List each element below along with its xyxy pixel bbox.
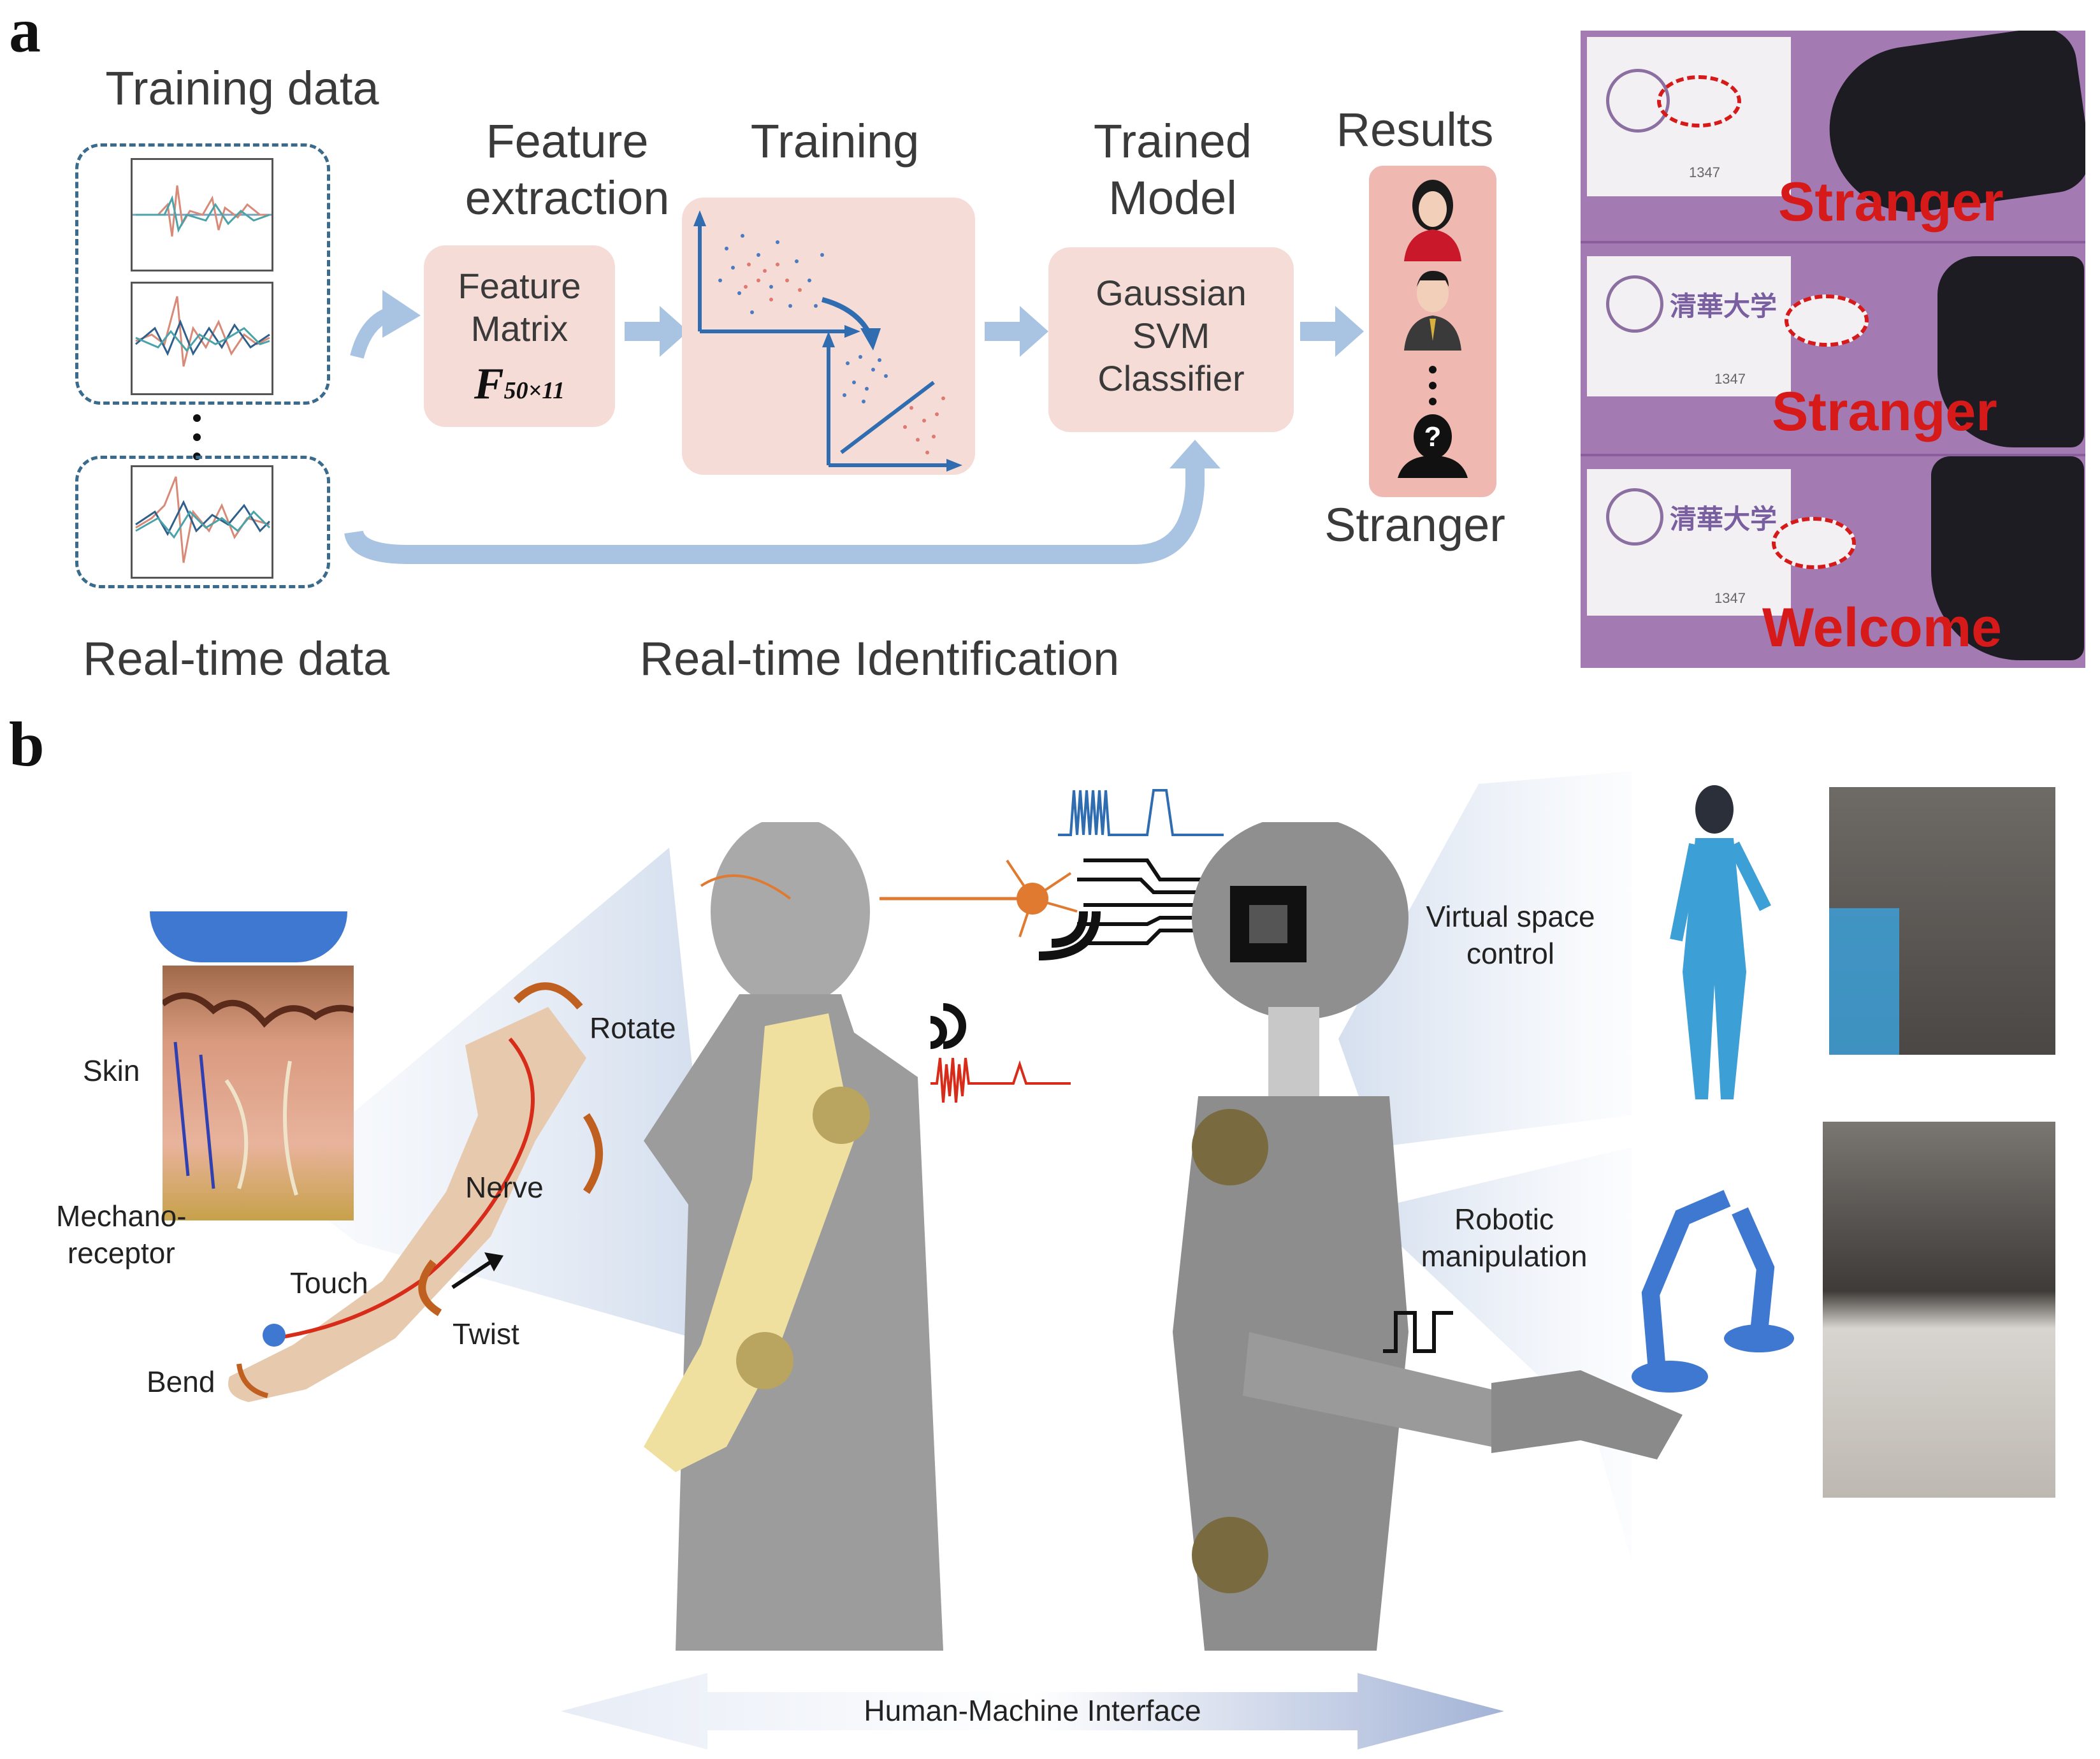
photo-welcome: 清華大学 1347 Welcome bbox=[1581, 456, 2085, 668]
robotic-line2: manipulation bbox=[1421, 1239, 1588, 1273]
feature-extraction-label: Feature extraction bbox=[433, 113, 701, 227]
trained-model-label: Trained Model bbox=[1058, 113, 1287, 227]
screen-code: 1347 bbox=[1714, 371, 1746, 387]
neuron-circuit bbox=[880, 858, 1236, 960]
results-label: Results bbox=[1336, 103, 1494, 156]
university-name-glyphs: 清華大学 bbox=[1670, 291, 1778, 321]
university-logo-icon bbox=[1606, 275, 1663, 333]
photo-label-2: Stranger bbox=[1772, 381, 1997, 442]
trained-model-line1: Trained bbox=[1093, 115, 1252, 168]
robotic-line1: Robotic bbox=[1454, 1203, 1554, 1236]
skin-block bbox=[161, 966, 355, 1220]
feature-matrix-line1: Feature bbox=[458, 266, 581, 306]
screen-code: 1347 bbox=[1689, 164, 1720, 180]
classifier-line2: SVM bbox=[1132, 315, 1210, 356]
classifier-line3: Classifier bbox=[1097, 358, 1245, 399]
trained-model-line2: Model bbox=[1108, 171, 1237, 224]
robot-figure bbox=[1173, 822, 1683, 1651]
hmi-label: Human-Machine Interface bbox=[864, 1694, 1201, 1727]
female-user-icon bbox=[1404, 180, 1461, 261]
virtual-control-photo bbox=[1829, 787, 2055, 1055]
identification-photos: 1347 Stranger 清華大学 1347 Stranger 清華大学 13… bbox=[1581, 31, 2085, 668]
stranger-label: Stranger bbox=[1324, 498, 1505, 551]
university-name-glyphs: 清華大学 bbox=[1670, 504, 1778, 534]
realtime-data-box bbox=[75, 456, 330, 588]
robotic-manipulation-photo bbox=[1823, 1122, 2055, 1498]
virtual-line1: Virtual space bbox=[1426, 900, 1595, 933]
highlight-ellipse bbox=[1657, 75, 1741, 127]
signal-plot-2 bbox=[131, 282, 273, 395]
training-data-label: Training data bbox=[105, 62, 379, 115]
feature-matrix-subscript: 50×11 bbox=[503, 377, 565, 405]
twist-arrow bbox=[418, 1259, 442, 1317]
rotate-arrow bbox=[513, 982, 583, 1010]
feature-matrix-box: Feature Matrix F50×11 bbox=[424, 245, 615, 427]
bend-arrow bbox=[236, 1363, 269, 1398]
screen-code: 1347 bbox=[1714, 590, 1746, 606]
exoskeleton-arm bbox=[644, 1013, 854, 1472]
robot-arm bbox=[1243, 1332, 1491, 1447]
signal-plot-1 bbox=[131, 158, 273, 271]
wireless-icon bbox=[1038, 911, 1101, 960]
blue-waveform bbox=[1058, 789, 1224, 836]
virtual-avatar bbox=[1670, 785, 1771, 1099]
mechanoreceptor-label: Mechano- receptor bbox=[56, 1198, 187, 1271]
panel-b-letter: b bbox=[9, 709, 45, 779]
virtual-space-label: Virtual space control bbox=[1415, 899, 1606, 972]
nerve-label: Nerve bbox=[465, 1171, 544, 1204]
user-icons: ? bbox=[1398, 180, 1468, 478]
panel-a-letter: a bbox=[9, 0, 41, 66]
photo-label-1: Stranger bbox=[1778, 171, 2004, 233]
robot-hand bbox=[1491, 1370, 1683, 1459]
training-label: Training bbox=[750, 115, 920, 168]
flow-arrows bbox=[344, 290, 1364, 564]
mechanoreceptor-line1: Mechano- bbox=[56, 1199, 187, 1233]
feature-matrix-symbol: F bbox=[474, 359, 504, 409]
robotic-arms-render bbox=[1632, 1190, 1794, 1393]
bend-label: Bend bbox=[147, 1365, 215, 1398]
touch-sphere bbox=[263, 1324, 286, 1347]
results-box: ? bbox=[1369, 166, 1496, 497]
rotate-label: Rotate bbox=[590, 1011, 676, 1045]
skin-label: Skin bbox=[83, 1054, 140, 1087]
gloved-hand bbox=[1937, 256, 2084, 447]
probe-dome bbox=[150, 911, 347, 962]
feature-matrix-formula: F50×11 bbox=[424, 359, 615, 410]
feature-matrix-line2: Matrix bbox=[470, 308, 568, 349]
male-user-icon bbox=[1404, 271, 1461, 351]
touch-label: Touch bbox=[290, 1266, 368, 1299]
classifier-box: Gaussian SVM Classifier bbox=[1048, 247, 1294, 432]
screen-panel: 1347 bbox=[1587, 37, 1791, 196]
screen-panel: 清華大学 1347 bbox=[1587, 469, 1791, 616]
highlight-ellipse bbox=[1785, 294, 1869, 347]
arm-illustration bbox=[228, 982, 603, 1402]
unknown-user-icon: ? bbox=[1398, 414, 1468, 478]
svg-text:?: ? bbox=[1424, 421, 1442, 452]
training-scatter-plots bbox=[693, 210, 962, 472]
mechanoreceptor-line2: receptor bbox=[67, 1236, 175, 1270]
training-data-box bbox=[75, 143, 330, 405]
training-box bbox=[682, 198, 975, 475]
feature-extraction-line2: extraction bbox=[465, 171, 670, 224]
robotic-manipulation-label: Robotic manipulation bbox=[1408, 1201, 1600, 1275]
university-logo-icon bbox=[1606, 488, 1663, 546]
human-figure bbox=[644, 822, 943, 1651]
photo-stranger-2: 清華大学 1347 Stranger bbox=[1581, 243, 2085, 456]
photo-label-3: Welcome bbox=[1762, 597, 2002, 658]
red-waveform bbox=[930, 1003, 1071, 1103]
classifier-line1: Gaussian bbox=[1096, 273, 1247, 313]
photo-stranger-1: 1347 Stranger bbox=[1581, 31, 2085, 243]
avatar-overlay bbox=[1829, 908, 1899, 1055]
highlight-ellipse bbox=[1772, 517, 1856, 569]
virtual-line2: control bbox=[1466, 936, 1555, 970]
gloved-hand bbox=[1931, 456, 2084, 660]
feature-extraction-line1: Feature bbox=[486, 115, 649, 168]
signal-plot-3 bbox=[131, 465, 273, 579]
square-wave bbox=[1383, 1311, 1453, 1353]
realtime-identification-label: Real-time Identification bbox=[639, 632, 1120, 685]
twist-label: Twist bbox=[453, 1317, 519, 1350]
hmi-arrow bbox=[561, 1673, 1504, 1749]
realtime-data-label: Real-time data bbox=[83, 632, 390, 685]
screen-panel: 清華大学 1347 bbox=[1587, 256, 1791, 396]
